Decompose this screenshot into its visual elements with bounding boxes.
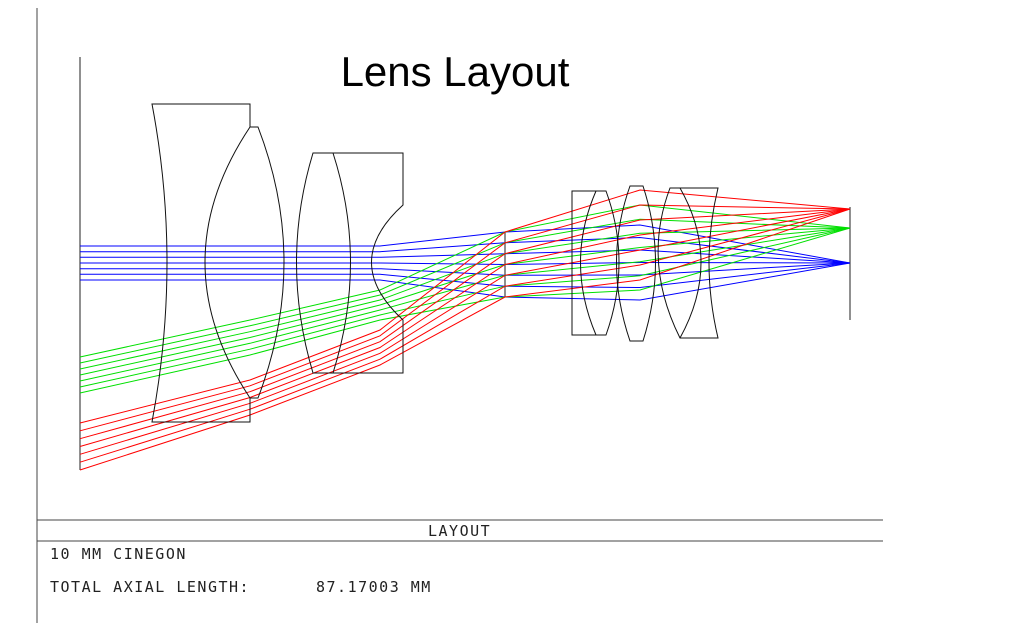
ray-full-field: [79, 208, 851, 447]
ray-mid-field: [79, 218, 851, 364]
ray-full-field: [79, 208, 851, 440]
lens-element-4: [333, 152, 404, 374]
total-axial-length-value: 87.17003 MM: [316, 578, 432, 596]
ray-mid-field: [79, 204, 851, 358]
lens-element-2: [250, 126, 285, 399]
ray-full-field: [79, 204, 851, 432]
ray-on-axis: [80, 262, 851, 301]
plot-name-label: LAYOUT: [428, 522, 492, 540]
ray-bundles: [79, 189, 851, 471]
lens-elements: [151, 103, 719, 423]
ray-mid-field: [79, 227, 851, 394]
ray-on-axis: [80, 224, 851, 264]
ray-full-field: [79, 189, 851, 424]
ray-full-field: [79, 208, 851, 471]
total-axial-length-label: TOTAL AXIAL LENGTH:: [50, 578, 251, 596]
ray-on-axis: [80, 236, 851, 264]
lens-element-7: [657, 187, 719, 339]
ray-full-field: [79, 208, 851, 455]
lens-element-6: [616, 185, 656, 342]
ray-on-axis: [80, 262, 851, 289]
ray-on-axis: [80, 262, 851, 276]
ray-on-axis: [80, 249, 851, 264]
ray-on-axis: [80, 261, 851, 266]
ray-full-field: [79, 208, 851, 463]
plot-title: Lens Layout: [340, 48, 570, 95]
lens-name: 10 MM CINEGON: [50, 545, 187, 563]
ray-mid-field: [79, 227, 851, 370]
lens-element-5: [571, 190, 620, 336]
